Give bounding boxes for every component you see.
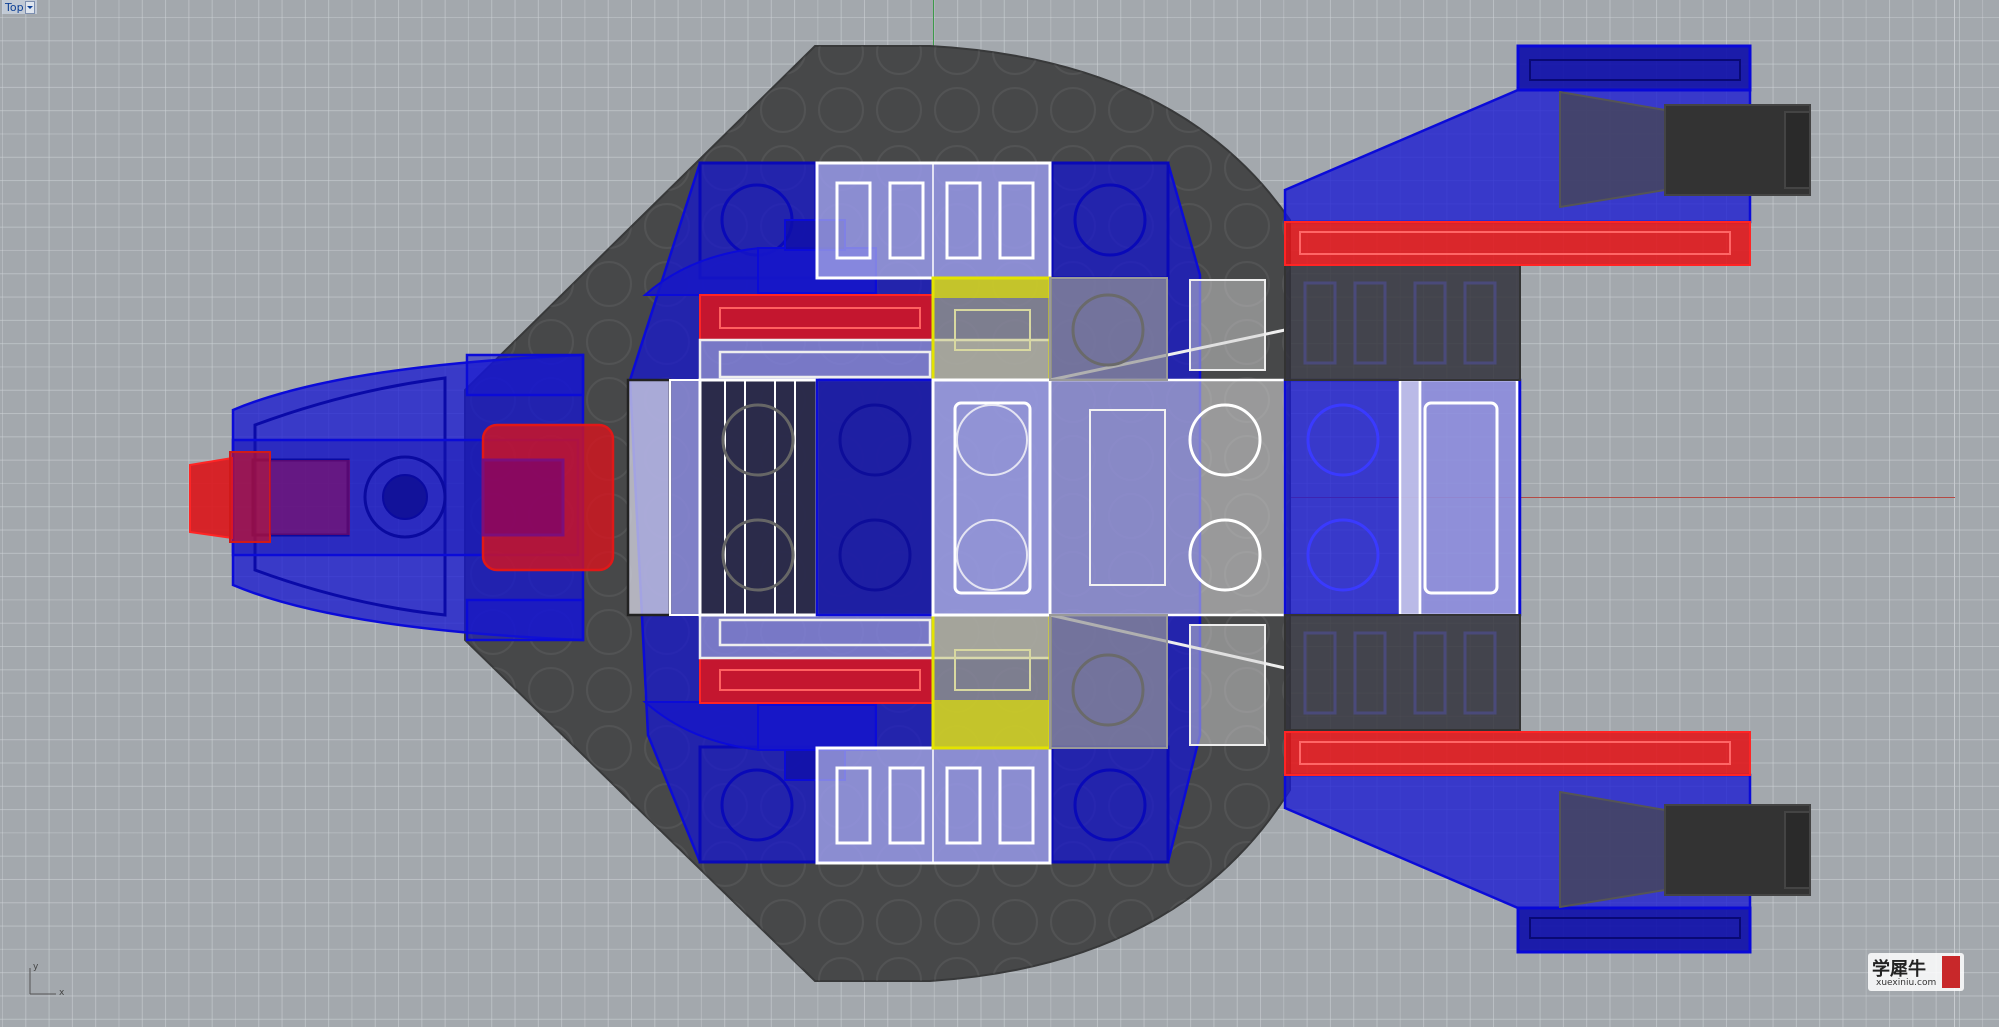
engine-pod-bottom bbox=[1283, 731, 1811, 954]
world-axes-icon: y x bbox=[24, 960, 70, 1000]
grey-side-blocks bbox=[1049, 277, 1266, 749]
viewport-title-menu[interactable]: Top bbox=[2, 0, 37, 14]
watermark-logo: 学犀牛 xuexiniu.com bbox=[1868, 953, 1964, 991]
watermark-text: 学犀牛 bbox=[1872, 959, 1926, 980]
chevron-down-icon[interactable] bbox=[24, 0, 35, 14]
yellow-clear-blocks bbox=[931, 276, 1052, 750]
nose-assembly bbox=[189, 353, 615, 642]
engine-pod-top bbox=[1283, 44, 1811, 266]
central-hull bbox=[626, 328, 1287, 670]
axis-y-label: y bbox=[33, 962, 39, 972]
clear-grille-bottom bbox=[815, 746, 1052, 865]
construction-grid bbox=[1954, 0, 1955, 1027]
rear-body bbox=[1283, 264, 1522, 731]
world-y-axis-line bbox=[933, 0, 934, 46]
watermark-url: xuexiniu.com bbox=[1876, 978, 1937, 988]
watermark-seal-icon bbox=[1942, 956, 1960, 988]
red-center-bars bbox=[699, 294, 934, 704]
clear-grille-top bbox=[815, 161, 1052, 280]
viewport-name: Top bbox=[5, 0, 24, 14]
axis-x-label: x bbox=[59, 988, 65, 998]
